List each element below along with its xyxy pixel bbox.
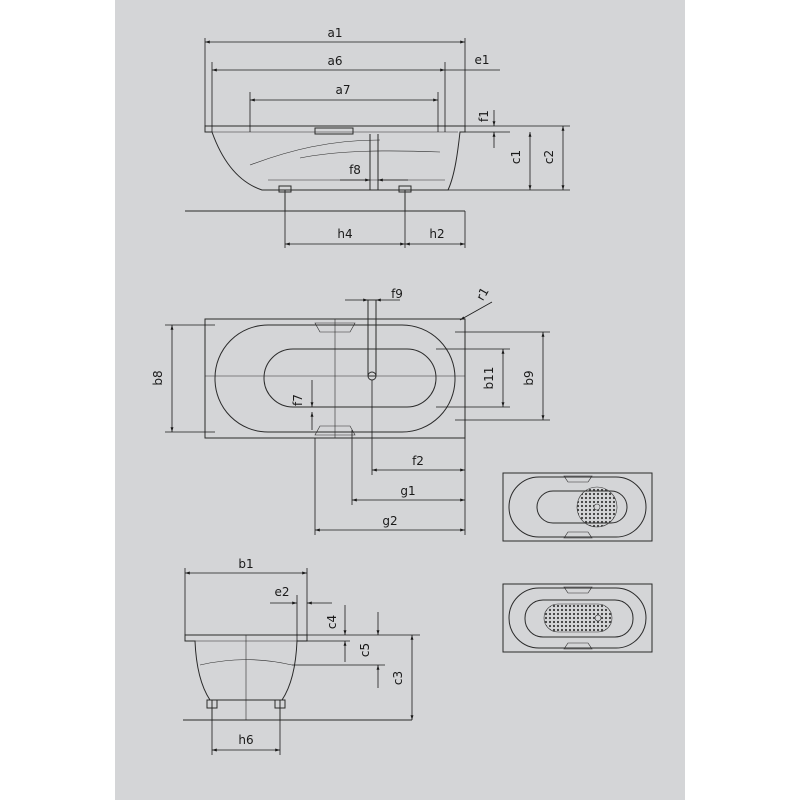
label-h6: h6 bbox=[238, 733, 253, 747]
label-f9: f9 bbox=[391, 287, 403, 301]
label-b9: b9 bbox=[522, 370, 536, 385]
label-e1: e1 bbox=[474, 53, 489, 67]
mat-variant-oval bbox=[502, 583, 653, 653]
end-view: b1 e2 c4 c5 c3 h6 bbox=[183, 557, 420, 755]
label-g2: g2 bbox=[382, 514, 397, 528]
label-r1: r1 bbox=[473, 285, 491, 303]
label-c3: c3 bbox=[391, 671, 405, 685]
label-c4: c4 bbox=[325, 615, 339, 629]
drawing-panel bbox=[115, 0, 685, 800]
label-b1: b1 bbox=[238, 557, 253, 571]
label-g1: g1 bbox=[400, 484, 415, 498]
label-h2: h2 bbox=[429, 227, 444, 241]
label-a1: a1 bbox=[328, 26, 343, 40]
label-e2: e2 bbox=[274, 585, 289, 599]
top-view: f9 r1 b8 b11 b9 f7 f2 g1 g2 bbox=[151, 285, 550, 535]
label-f7: f7 bbox=[291, 394, 305, 406]
label-b11: b11 bbox=[482, 367, 496, 390]
label-f2: f2 bbox=[412, 454, 424, 468]
label-c5: c5 bbox=[358, 643, 372, 657]
side-view: a1 a6 e1 a7 f1 c1 c2 f8 h4 h2 bbox=[185, 26, 570, 248]
label-c2: c2 bbox=[542, 150, 556, 164]
label-f8: f8 bbox=[349, 163, 361, 177]
label-a6: a6 bbox=[328, 54, 343, 68]
label-b8: b8 bbox=[151, 370, 165, 385]
label-c1: c1 bbox=[509, 150, 523, 164]
label-h4: h4 bbox=[337, 227, 352, 241]
mat-variant-round bbox=[502, 472, 653, 542]
label-a7: a7 bbox=[336, 83, 351, 97]
label-f1: f1 bbox=[477, 110, 491, 122]
